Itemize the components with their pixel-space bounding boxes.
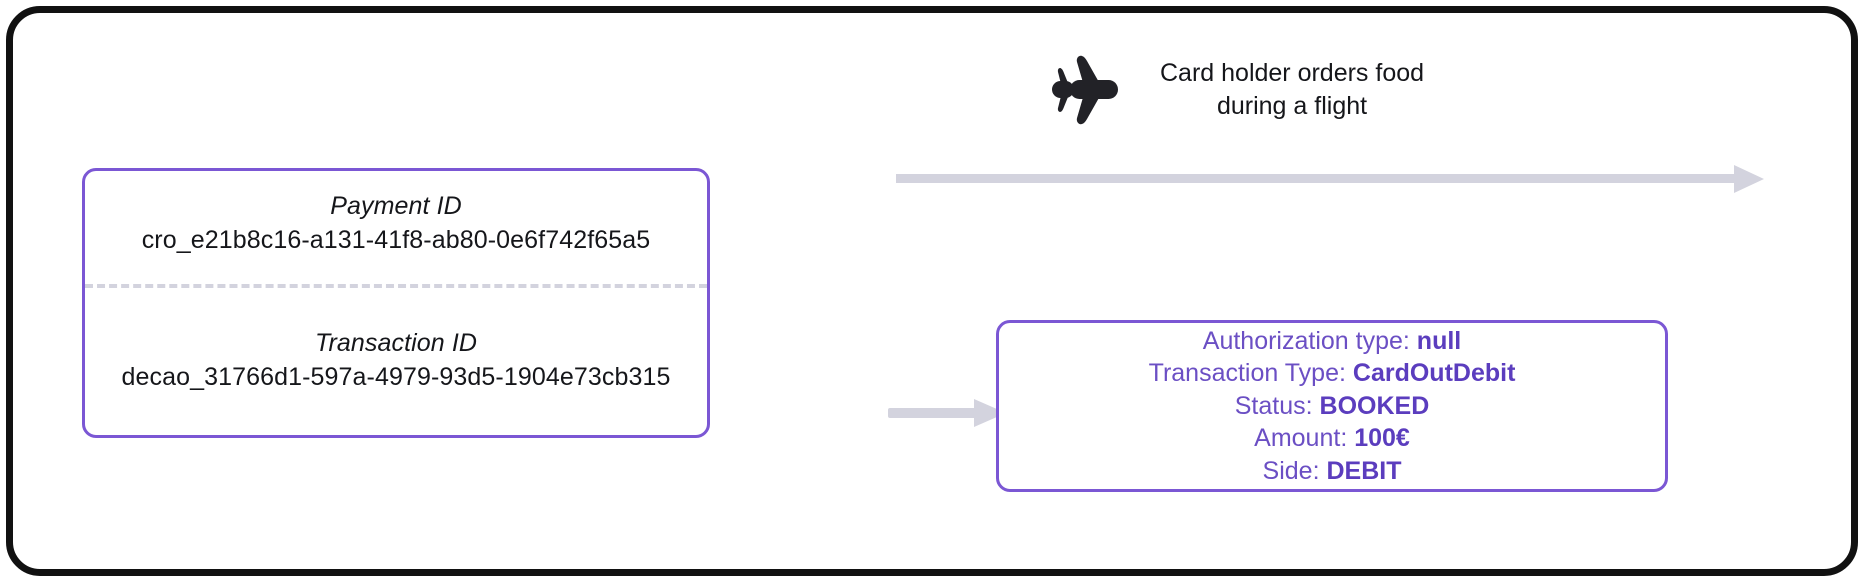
payment-id-section: Payment ID cro_e21b8c16-a131-41f8-ab80-0… [85, 189, 707, 257]
detail-value-side: DEBIT [1326, 456, 1402, 485]
timeline-arrow [896, 165, 1764, 193]
detail-line-side: Side: DEBIT [1263, 455, 1402, 488]
payment-id-label: Payment ID [330, 192, 462, 220]
detail-label-authorization-type: Authorization type: [1202, 326, 1410, 355]
transaction-detail-box: Authorization type: null Transaction Typ… [996, 320, 1668, 492]
detail-label-amount: Amount: [1254, 424, 1348, 453]
payment-id-value: cro_e21b8c16-a131-41f8-ab80-0e6f742f65a5 [141, 226, 651, 254]
flight-note: Card holder orders food during a flight [1040, 52, 1424, 128]
detail-line-transaction-type: Transaction Type: CardOutDebit [1149, 357, 1516, 390]
detail-label-side: Side: [1262, 456, 1320, 485]
airplane-icon [1052, 55, 1118, 125]
detail-value-amount: 100€ [1354, 424, 1410, 453]
transaction-id-value: decao_31766d1-597a-4979-93d5-1904e73cb31… [121, 363, 671, 391]
detail-label-transaction-type: Transaction Type: [1148, 359, 1346, 388]
detail-value-authorization-type: null [1416, 326, 1462, 355]
connector-arrow [888, 399, 1006, 427]
transaction-id-section: Transaction ID decao_31766d1-597a-4979-9… [85, 326, 707, 394]
identifier-card: Payment ID cro_e21b8c16-a131-41f8-ab80-0… [82, 168, 710, 438]
detail-label-status: Status: [1234, 391, 1313, 420]
detail-value-status: BOOKED [1319, 391, 1430, 420]
card-divider [85, 284, 707, 288]
detail-line-amount: Amount: 100€ [1254, 422, 1410, 455]
transaction-id-label: Transaction ID [314, 329, 478, 357]
detail-value-transaction-type: CardOutDebit [1352, 359, 1516, 388]
detail-line-authorization-type: Authorization type: null [1203, 325, 1461, 358]
flight-caption-text: Card holder orders food during a flight [1160, 59, 1425, 120]
detail-line-status: Status: BOOKED [1235, 390, 1430, 423]
